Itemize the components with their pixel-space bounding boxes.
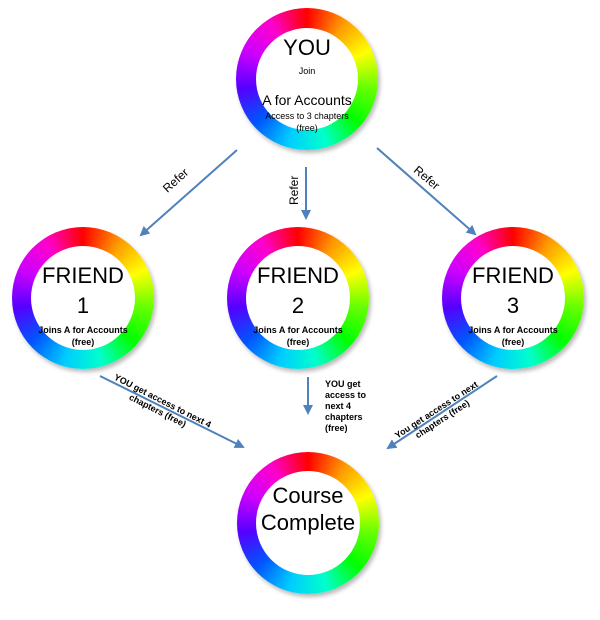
friend-number: 1 <box>76 293 90 318</box>
you-node: YOU Join A for Accounts Access to 3 chap… <box>236 8 378 150</box>
friend-number: 2 <box>291 293 305 318</box>
friend-title: FRIEND <box>472 263 554 288</box>
friend-2-node: FRIEND 2 Joins A for Accounts (free) <box>227 227 369 369</box>
friend-title: FRIEND <box>42 263 124 288</box>
course-complete-node: Course Complete <box>237 452 379 594</box>
friend-3-node: FRIEND 3 Joins A for Accounts (free) <box>442 227 584 369</box>
course-line2: Complete <box>260 510 356 535</box>
friend-desc: Joins A for Accounts <box>38 325 128 335</box>
you-free: (free) <box>296 123 318 133</box>
refer-label-middle: Refer <box>287 175 301 205</box>
you-title: YOU <box>283 35 331 60</box>
you-access: Access to 3 chapters <box>265 111 349 121</box>
friend-number: 3 <box>506 293 520 318</box>
arrow-you-to-friend1 <box>139 149 238 237</box>
note-middle: YOU get access to next 4 chapters (free) <box>325 379 367 433</box>
arrow-you-to-friend3 <box>376 147 477 236</box>
you-join: Join <box>298 66 316 76</box>
friend-price: (free) <box>71 337 95 347</box>
arrow-friend1-to-course <box>99 375 245 448</box>
friend-price: (free) <box>501 337 525 347</box>
friend-desc: Joins A for Accounts <box>468 325 558 335</box>
friend-1-node: FRIEND 1 Joins A for Accounts (free) <box>12 227 154 369</box>
friend-price: (free) <box>286 337 310 347</box>
course-line1: Course <box>272 483 344 508</box>
friend-title: FRIEND <box>257 263 339 288</box>
arrow-friend3-to-course <box>386 375 498 450</box>
friend-desc: Joins A for Accounts <box>253 325 343 335</box>
you-product: A for Accounts <box>262 92 352 108</box>
